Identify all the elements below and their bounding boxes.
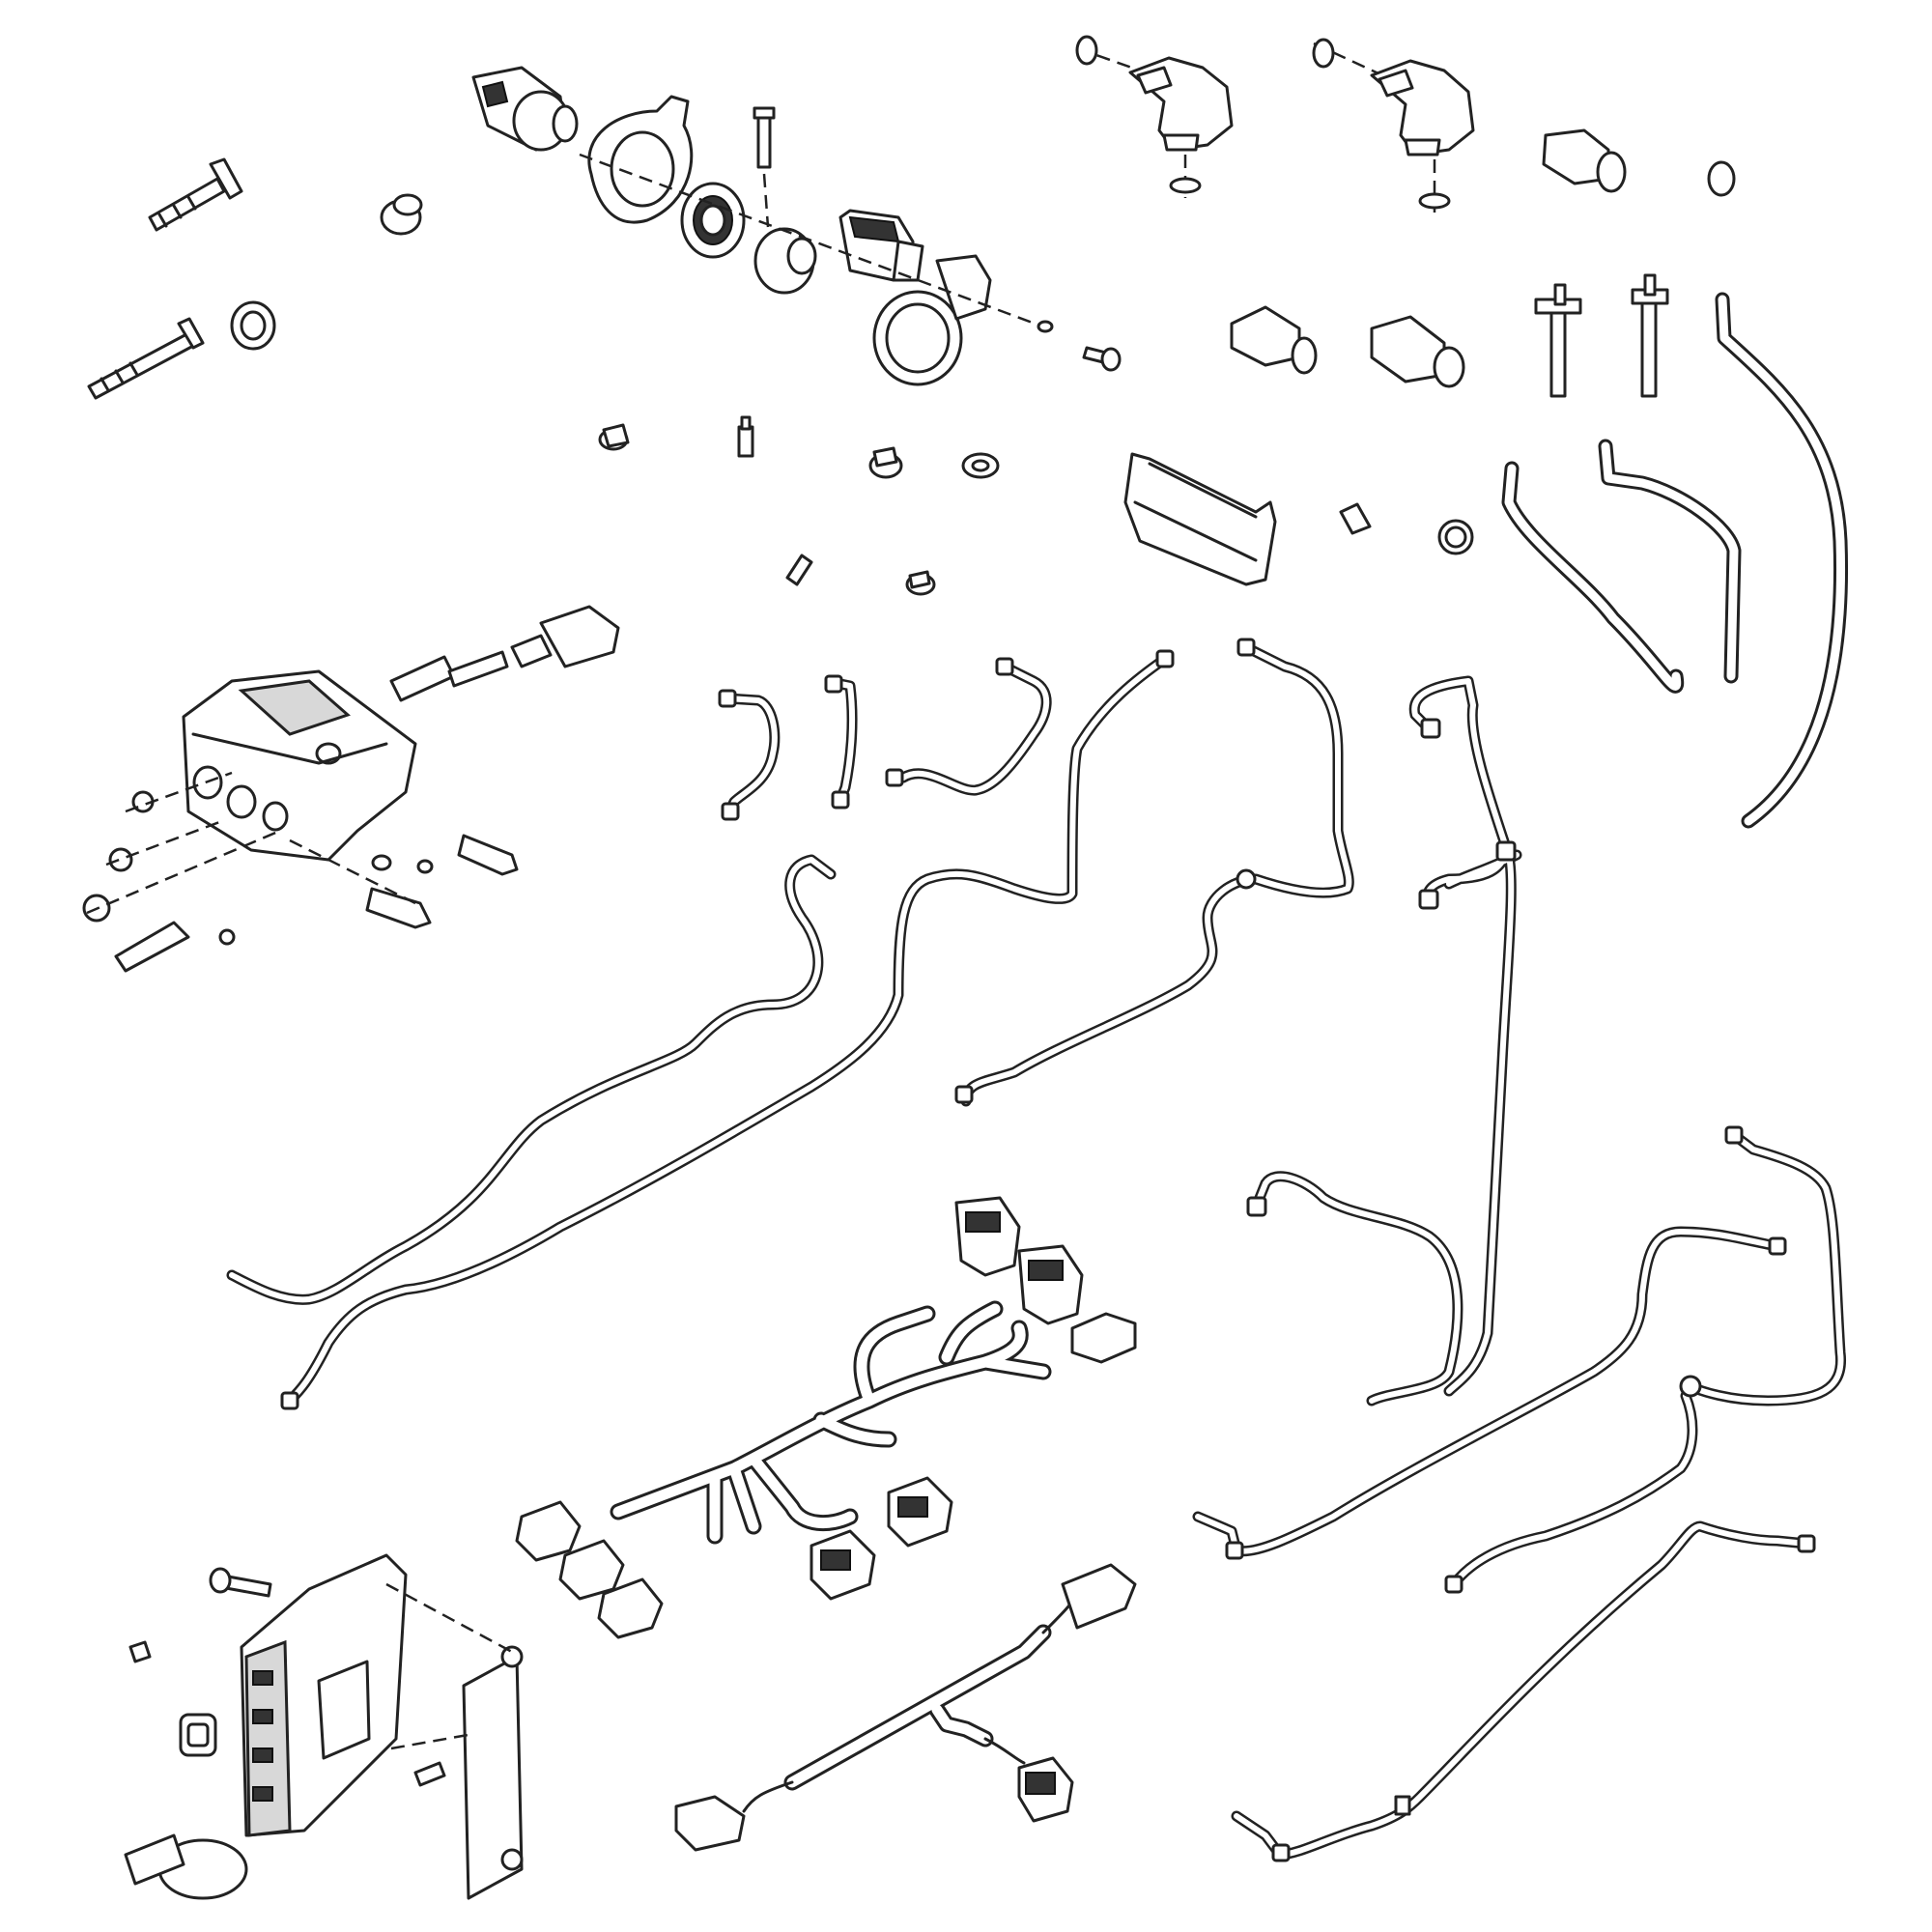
long-brake-pipe-3 — [954, 638, 1354, 1107]
small-screw — [1082, 346, 1122, 372]
long-brake-pipe — [226, 854, 837, 1305]
pressure-sensor — [1230, 305, 1318, 375]
harness-connector-6 — [597, 1577, 664, 1639]
s-hose — [1598, 439, 1742, 684]
o-ring — [1075, 35, 1098, 66]
harness-connector-8 — [887, 1476, 953, 1548]
shift-sensor-assembly — [471, 66, 579, 152]
clip — [128, 1640, 152, 1663]
short-brake-pipe-3 — [885, 657, 1052, 796]
harness-connector — [954, 1196, 1021, 1277]
wiring-harness — [610, 1300, 1052, 1545]
short-brake-pipe — [718, 689, 781, 821]
control-unit — [240, 1553, 408, 1837]
spacer-collar — [753, 227, 817, 295]
flange-bolt — [148, 157, 243, 232]
mounting-ring — [872, 254, 992, 386]
cable-tie-clamp — [124, 1833, 248, 1900]
harness-connector-2 — [1017, 1244, 1084, 1325]
o-ring-3 — [1707, 160, 1736, 197]
mounting-bracket — [462, 1645, 524, 1900]
bottom-right-brake-pipe — [1231, 1520, 1816, 1862]
protective-cover — [1123, 452, 1277, 586]
o-ring-2 — [1312, 38, 1335, 69]
adapter-fitting-2 — [365, 887, 432, 929]
small-clip — [1037, 320, 1054, 333]
t-connector-2 — [1631, 273, 1669, 398]
hose-clamp — [598, 423, 630, 451]
lower-brake-pipe — [1246, 1171, 1463, 1406]
hose-clamp-3 — [961, 452, 1000, 479]
pin-bolt — [753, 106, 776, 169]
t-connector — [1534, 283, 1582, 398]
short-brake-pipe-2 — [824, 674, 858, 810]
valve-body — [182, 669, 417, 862]
lower-right-brake-pipe — [1192, 1226, 1787, 1560]
bracket-screw — [413, 1761, 446, 1787]
check-valve — [114, 921, 190, 973]
lower-right-brake-pipe-2 — [1444, 1125, 1847, 1594]
seal-ring — [680, 182, 746, 259]
solenoid-valve-cartridge — [389, 605, 620, 702]
grommet — [179, 1713, 217, 1757]
harness-connector-3 — [1070, 1312, 1137, 1364]
small-plug — [218, 928, 236, 946]
mounting-bolt — [209, 1567, 272, 1598]
lower-harness — [742, 1592, 1079, 1813]
pressure-switch — [1370, 315, 1465, 388]
lower-harness-connector-2 — [1017, 1756, 1074, 1823]
curved-hose — [1501, 461, 1685, 694]
seal-washer-2 — [1418, 192, 1451, 210]
adapter-fitting — [457, 834, 519, 876]
hose-clamp-4 — [905, 570, 936, 596]
long-hose — [1715, 292, 1848, 829]
plug-cap — [380, 193, 423, 236]
washer — [230, 300, 276, 351]
hose-clamp-2 — [868, 446, 903, 479]
branch-brake-pipe — [1408, 675, 1522, 1397]
harness-connector-7 — [810, 1529, 876, 1601]
bleed-nipple — [737, 415, 754, 458]
small-plug-2 — [371, 854, 392, 871]
long-bolt — [87, 317, 205, 400]
bracket-ring — [587, 95, 694, 224]
o-ring-4 — [1437, 519, 1474, 555]
plug-screw-2 — [108, 847, 133, 872]
solenoid-actuator — [838, 209, 924, 282]
elbow-fitting — [1128, 56, 1234, 152]
straight-adapter — [1542, 128, 1627, 193]
bleed-nipple-2 — [785, 554, 813, 586]
small-plug-3 — [416, 859, 434, 874]
seal-washer — [1169, 177, 1202, 194]
lower-harness-connector-3 — [674, 1795, 746, 1852]
elbow-fitting-2 — [1370, 59, 1475, 156]
harness-connector-4 — [515, 1500, 582, 1562]
cover-screw — [1339, 502, 1372, 535]
lower-harness-connector — [1061, 1563, 1137, 1630]
long-brake-pipe-2 — [280, 649, 1175, 1410]
